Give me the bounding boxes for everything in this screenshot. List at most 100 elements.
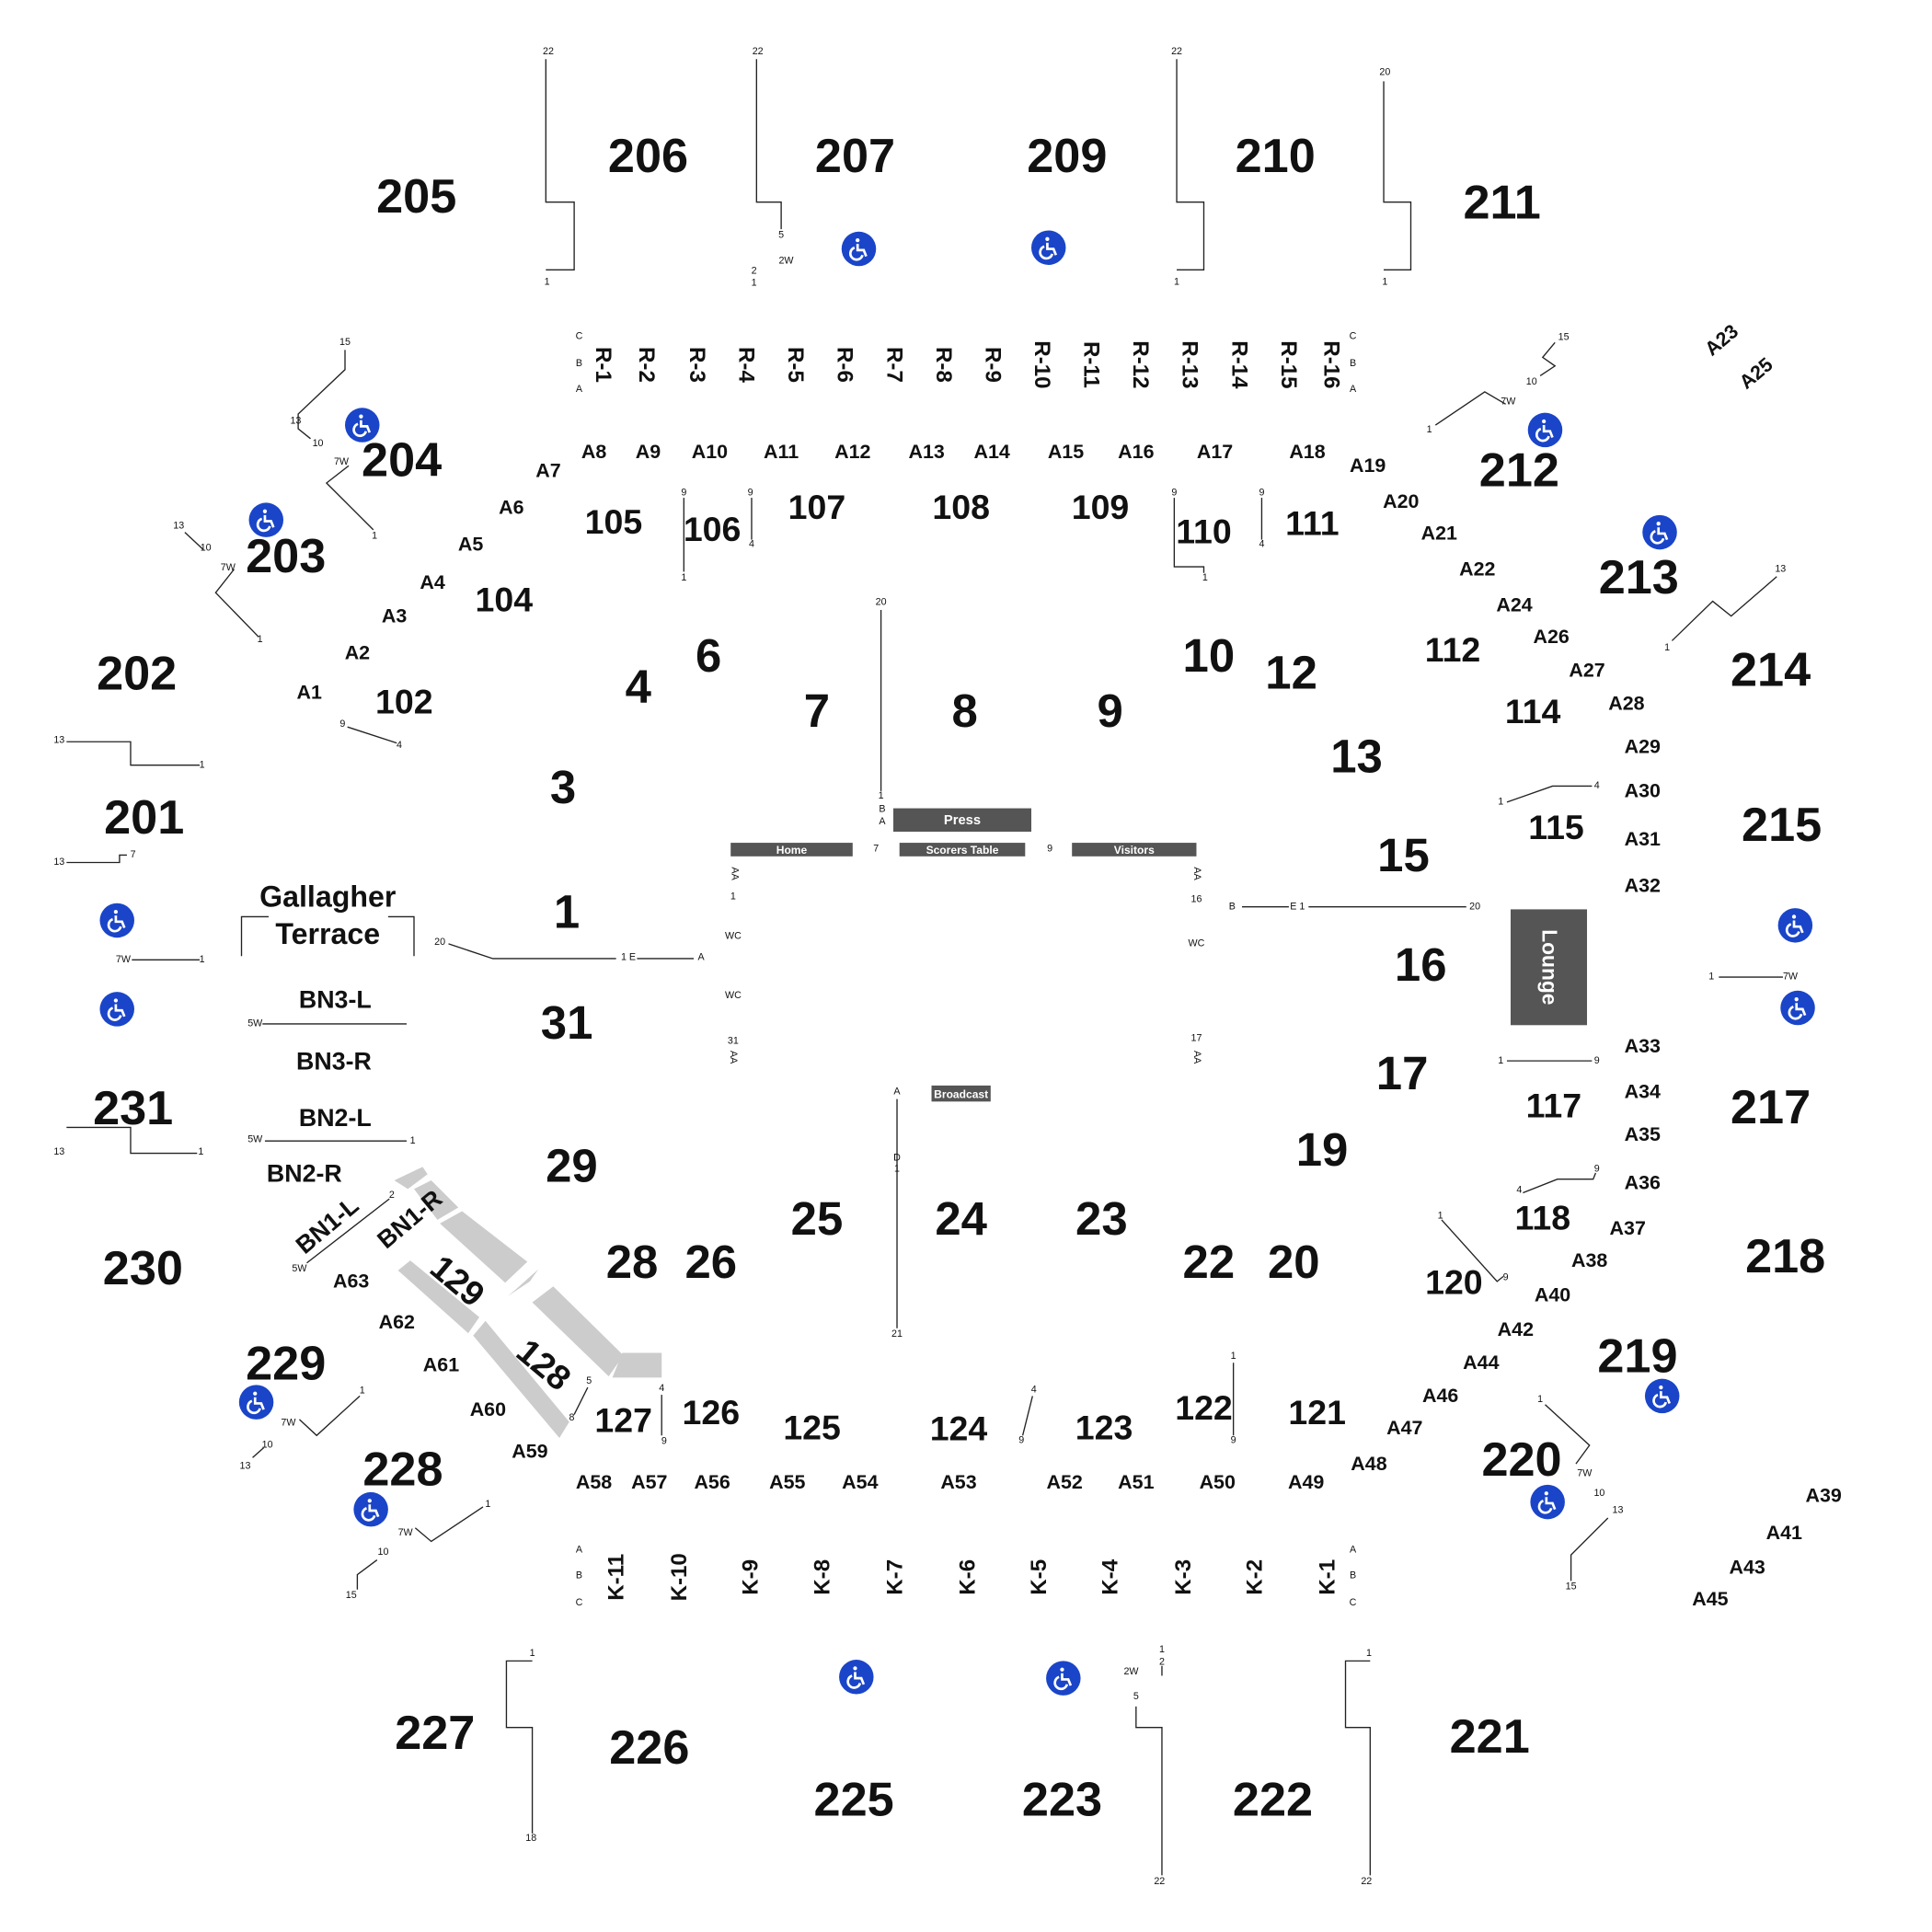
bunker-section[interactable]: BN2-R (266, 1160, 342, 1189)
upper-section[interactable]: 219 (1597, 1329, 1678, 1384)
lower-section[interactable]: 125 (783, 1408, 841, 1447)
lower-section[interactable]: 112 (1424, 630, 1481, 670)
upper-section[interactable]: 231 (93, 1082, 174, 1136)
floor-section[interactable]: 24 (935, 1193, 987, 1247)
suite-box[interactable]: R-15 (1276, 340, 1302, 389)
upper-section[interactable]: 223 (1021, 1773, 1103, 1827)
suite-box[interactable]: R-12 (1128, 340, 1154, 389)
upper-section[interactable]: 213 (1598, 551, 1679, 604)
suite-box[interactable]: R-3 (684, 347, 710, 383)
upper-section[interactable]: 228 (362, 1443, 443, 1497)
lower-section[interactable]: 123 (1075, 1408, 1133, 1447)
suite-box[interactable]: R-9 (981, 347, 1006, 383)
lower-section[interactable]: 117 (1525, 1087, 1582, 1125)
upper-section[interactable]: 227 (395, 1707, 476, 1761)
floor-section[interactable]: 12 (1265, 648, 1317, 700)
floor-section[interactable]: 1 (553, 887, 581, 939)
lower-section[interactable]: 115 (1528, 808, 1584, 847)
lower-section[interactable]: 127 (594, 1400, 652, 1440)
suite-box[interactable]: R-1 (591, 347, 616, 383)
suite-box[interactable]: R-13 (1178, 340, 1203, 389)
floor-section[interactable]: 4 (625, 661, 651, 714)
suite-box[interactable]: K-4 (1098, 1558, 1123, 1595)
lower-section[interactable]: 114 (1504, 692, 1561, 731)
lower-section[interactable]: 102 (375, 682, 433, 721)
upper-section[interactable]: 225 (813, 1773, 894, 1827)
upper-section[interactable]: 220 (1481, 1433, 1562, 1487)
lower-section[interactable]: 124 (929, 1409, 988, 1448)
lower-section[interactable]: 110 (1176, 512, 1232, 551)
lower-section[interactable]: 108 (932, 488, 990, 526)
suite-box[interactable]: K-11 (604, 1553, 629, 1601)
suite-box[interactable]: K-6 (954, 1558, 980, 1595)
upper-section[interactable]: 206 (607, 130, 689, 183)
lounge[interactable]: Lounge (1510, 909, 1588, 1026)
suite-box[interactable]: R-11 (1079, 340, 1105, 388)
floor-section[interactable]: 7 (803, 685, 831, 739)
floor-section[interactable]: 9 (1097, 685, 1123, 739)
floor-section[interactable]: 26 (684, 1236, 738, 1289)
lower-section[interactable]: 106 (683, 510, 742, 548)
lower-section[interactable]: 105 (584, 502, 643, 541)
floor-section[interactable]: 20 (1267, 1236, 1320, 1289)
upper-section[interactable]: 214 (1730, 643, 1811, 697)
floor-section[interactable]: 19 (1295, 1124, 1349, 1178)
upper-section[interactable]: 212 (1478, 443, 1559, 498)
suite-box[interactable]: R-4 (734, 347, 760, 383)
lower-section[interactable]: 107 (788, 488, 846, 526)
floor-section[interactable]: 6 (695, 630, 722, 683)
lower-section[interactable]: 122 (1175, 1388, 1233, 1427)
floor-section[interactable]: 22 (1182, 1236, 1236, 1289)
floor-section[interactable]: 28 (605, 1236, 659, 1289)
floor-section[interactable]: 29 (546, 1141, 598, 1193)
upper-section[interactable]: 215 (1742, 799, 1823, 853)
suite-box[interactable]: K-10 (666, 1553, 692, 1602)
upper-section[interactable]: 202 (97, 647, 178, 701)
floor-section[interactable]: 16 (1394, 939, 1447, 993)
lower-section[interactable]: 120 (1425, 1262, 1483, 1302)
upper-section[interactable]: 230 (102, 1242, 183, 1296)
suite-box[interactable]: R-6 (833, 347, 858, 383)
upper-section[interactable]: 204 (362, 434, 443, 488)
floor-section[interactable]: 13 (1330, 731, 1383, 784)
suite-box[interactable]: R-10 (1029, 340, 1055, 389)
floor-section[interactable]: 23 (1075, 1193, 1128, 1247)
suite-box[interactable]: K-1 (1315, 1558, 1340, 1595)
floor-section[interactable]: 17 (1375, 1048, 1429, 1100)
upper-section[interactable]: 211 (1463, 177, 1541, 230)
suite-box[interactable]: R-8 (931, 347, 957, 383)
upper-section[interactable]: 226 (609, 1721, 690, 1776)
suite-box[interactable]: K-2 (1242, 1558, 1267, 1595)
upper-section[interactable]: 201 (104, 791, 185, 845)
upper-section[interactable]: 207 (814, 130, 896, 183)
floor-section[interactable]: 8 (951, 685, 978, 739)
suite-box[interactable]: R-5 (783, 347, 809, 383)
suite-box[interactable]: K-9 (738, 1558, 764, 1595)
gallagher-terrace-label[interactable]: Terrace (275, 917, 381, 951)
upper-section[interactable]: 205 (376, 170, 457, 224)
floor-section[interactable]: 10 (1182, 630, 1236, 683)
suite-box[interactable]: K-3 (1170, 1558, 1196, 1595)
floor-section[interactable]: 25 (790, 1193, 844, 1247)
upper-section[interactable]: 203 (246, 530, 327, 584)
floor-section[interactable]: 31 (540, 997, 593, 1051)
upper-section[interactable]: 217 (1730, 1081, 1811, 1134)
bunker-section[interactable]: BN2-L (298, 1105, 372, 1133)
floor-section[interactable]: 15 (1377, 830, 1430, 882)
lower-section[interactable]: 126 (682, 1393, 741, 1432)
suite-box[interactable]: R-16 (1319, 340, 1345, 389)
upper-section[interactable]: 209 (1027, 130, 1108, 183)
suite-box[interactable]: R-2 (634, 347, 660, 383)
suite-box[interactable]: R-14 (1226, 340, 1252, 389)
lower-section[interactable]: 111 (1285, 503, 1340, 543)
suite-box[interactable]: K-8 (809, 1558, 834, 1595)
upper-section[interactable]: 218 (1745, 1230, 1826, 1283)
suite-box[interactable]: R-7 (881, 347, 907, 383)
bunker-section[interactable]: BN3-L (298, 986, 372, 1015)
lower-section[interactable]: 104 (475, 580, 534, 619)
upper-section[interactable]: 210 (1235, 130, 1316, 183)
bunker-section[interactable]: BN3-R (296, 1048, 372, 1076)
floor-section[interactable]: 3 (549, 763, 577, 815)
upper-section[interactable]: 222 (1232, 1773, 1314, 1827)
gallagher-terrace-label[interactable]: Gallagher (259, 880, 397, 914)
